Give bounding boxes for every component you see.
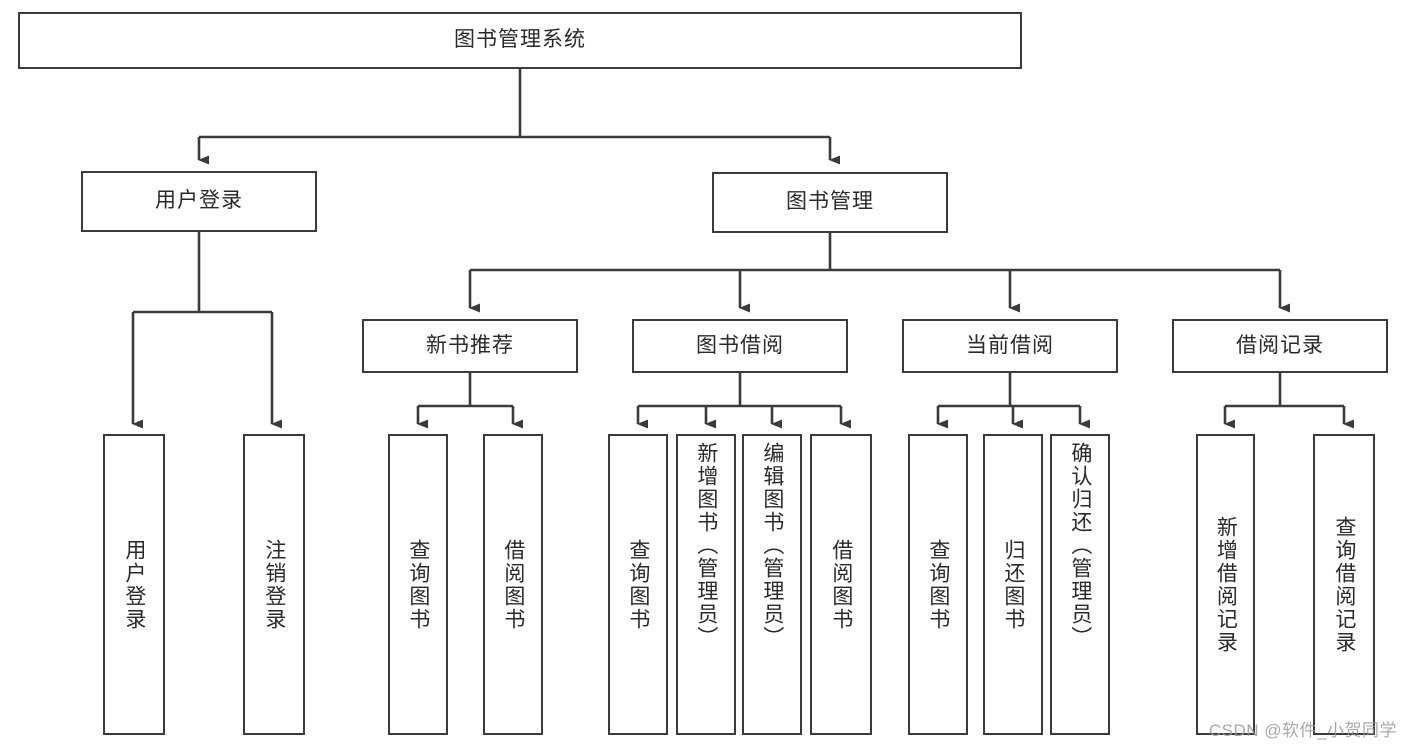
- node-root[interactable]: 图书管理系统: [18, 12, 1022, 69]
- node-book-manage-label: 图书管理: [786, 190, 874, 214]
- node-leaf-add-book[interactable]: 新增图书（管理员）: [676, 434, 736, 735]
- node-new-book-recommend-label: 新书推荐: [426, 333, 514, 357]
- node-borrow-record-label: 借阅记录: [1236, 333, 1324, 357]
- node-leaf-borrow-book-2-label: 借阅图书: [829, 538, 853, 631]
- node-current-borrow-label: 当前借阅: [966, 333, 1054, 357]
- node-leaf-confirm-return-label: 确认归还（管理员）: [1068, 442, 1092, 649]
- node-leaf-query-record[interactable]: 查询借阅记录: [1313, 434, 1375, 735]
- node-leaf-query-book-3[interactable]: 查询图书: [908, 434, 968, 735]
- node-leaf-add-record[interactable]: 新增借阅记录: [1196, 434, 1255, 735]
- node-leaf-add-record-label: 新增借阅记录: [1214, 515, 1238, 654]
- node-leaf-edit-book-label: 编辑图书（管理员）: [760, 442, 784, 649]
- node-leaf-query-book-2[interactable]: 查询图书: [608, 434, 668, 735]
- node-leaf-user-logout[interactable]: 注销登录: [243, 434, 305, 735]
- node-leaf-borrow-book-1[interactable]: 借阅图书: [483, 434, 543, 735]
- node-leaf-borrow-book-1-label: 借阅图书: [501, 538, 525, 631]
- node-leaf-add-book-label: 新增图书（管理员）: [694, 442, 718, 649]
- node-leaf-query-book-3-label: 查询图书: [926, 538, 950, 631]
- node-leaf-borrow-book-2[interactable]: 借阅图书: [810, 434, 872, 735]
- node-leaf-query-book-1[interactable]: 查询图书: [388, 434, 448, 735]
- node-leaf-confirm-return[interactable]: 确认归还（管理员）: [1050, 434, 1110, 735]
- node-user-login[interactable]: 用户登录: [81, 171, 317, 232]
- node-root-label: 图书管理系统: [454, 28, 586, 52]
- node-leaf-user-login[interactable]: 用户登录: [103, 434, 165, 735]
- watermark-text: CSDN @软件_小贺同学: [1208, 721, 1397, 740]
- node-leaf-query-record-label: 查询借阅记录: [1332, 515, 1356, 654]
- node-user-login-label: 用户登录: [155, 189, 243, 213]
- node-new-book-recommend[interactable]: 新书推荐: [362, 319, 578, 373]
- node-leaf-query-book-2-label: 查询图书: [626, 538, 650, 631]
- node-leaf-edit-book[interactable]: 编辑图书（管理员）: [742, 434, 802, 735]
- node-book-borrow-label: 图书借阅: [696, 333, 784, 357]
- node-book-manage[interactable]: 图书管理: [712, 172, 948, 233]
- node-leaf-user-logout-label: 注销登录: [262, 538, 286, 631]
- node-leaf-return-book-label: 归还图书: [1001, 538, 1025, 631]
- node-borrow-record[interactable]: 借阅记录: [1172, 319, 1388, 373]
- node-leaf-user-login-label: 用户登录: [122, 538, 146, 631]
- node-book-borrow[interactable]: 图书借阅: [632, 319, 848, 373]
- node-leaf-return-book[interactable]: 归还图书: [983, 434, 1043, 735]
- node-leaf-query-book-1-label: 查询图书: [406, 538, 430, 631]
- node-current-borrow[interactable]: 当前借阅: [902, 319, 1118, 373]
